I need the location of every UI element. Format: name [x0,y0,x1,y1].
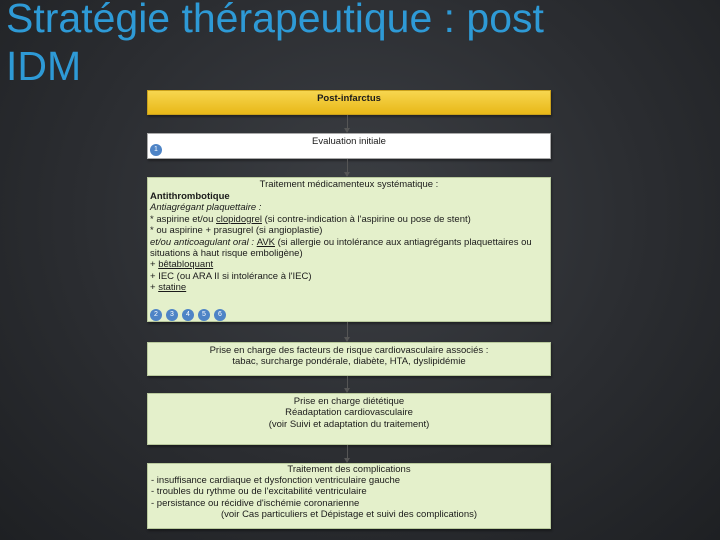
treatment-line-prasugrel: * ou aspirine + prasugrel (si angioplast… [150,225,323,237]
treatment-line-betablocker-prefix: + [150,259,159,271]
arrow-5 [344,445,350,463]
treatment-heading: Traitement médicamenteux systématique : [259,179,439,190]
risk-factors-line-1: Prise en charge des facteurs de risque c… [209,345,489,356]
treatment-box: Traitement médicamenteux systématique : … [147,177,551,322]
diet-line-2: Réadaptation cardiovasculaire [285,407,413,419]
step-badge-2[interactable]: 2 [150,309,162,321]
flow-header-label: Post-infarctus [317,93,381,104]
arrow-3 [344,322,350,342]
treatment-line-iec: + IEC (ou ARA II si intolérance à l'IEC) [150,270,312,282]
arrow-1 [344,115,350,133]
step-badge-4[interactable]: 4 [182,309,194,321]
step-badge-5[interactable]: 5 [198,309,210,321]
diet-rehab-box: Prise en charge diététique Réadaptation … [147,393,551,445]
arrow-4 [344,376,350,393]
treatment-line-aspirin: * aspirine et/ou clopidogrel (si contre-… [150,214,548,225]
avk-link[interactable]: AVK [256,236,275,248]
complications-line-2: - troubles du rythme ou de l'excitabilit… [151,486,367,498]
treatment-line-statin: + statine [150,282,548,293]
complications-list: - insuffisance cardiaque et dysfonction … [151,475,400,509]
arrow-2 [344,159,350,177]
treatment-line-anticoagulant-prefix: et/ou anticoagulant oral : [150,236,257,248]
treatment-line-statin-prefix: + [150,282,159,294]
treatment-line-aspirin-suffix: (si contre-indication à l'aspirine ou po… [261,213,471,225]
treatment-line-betablocker: + bêtabloquant [150,259,548,270]
risk-factors-box: Prise en charge des facteurs de risque c… [147,342,551,376]
treatment-list: Antithrombotique Antiagrégant plaquettai… [150,191,548,294]
step-badge-1[interactable]: 1 [150,144,162,156]
treatment-antithrombotic: Antithrombotique [150,191,230,202]
step-badge-6[interactable]: 6 [214,309,226,321]
statine-link[interactable]: statine [158,282,187,294]
slide-title-line-2: IDM [6,43,82,89]
treatment-line-anticoagulant: et/ou anticoagulant oral : AVK (si aller… [150,237,548,248]
flowchart: Post-infarctus Evaluation initiale 1 Tra… [145,88,555,535]
flow-header-box: Post-infarctus [147,90,551,115]
evaluation-label: Evaluation initiale [312,136,386,147]
step-badge-3[interactable]: 3 [166,309,178,321]
treatment-antiplatelet: Antiagrégant plaquettaire : [150,202,262,214]
slide-title: Stratégie thérapeutique : post IDM [6,0,706,90]
diet-line-1: Prise en charge diététique [293,396,405,407]
complications-line-1: - insuffisance cardiaque et dysfonction … [151,475,401,486]
treatment-line-anticoagulant-suffix: (si allergie ou intolérance aux antiagré… [275,236,532,248]
treatment-line-emboligenic: situations à haut risque emboligène) [150,248,303,260]
complications-line-3: - persistance ou récidive d'ischémie cor… [151,497,360,509]
betabloquant-link[interactable]: bêtabloquant [158,259,214,271]
risk-factors-line-2: tabac, surcharge pondérale, diabète, HTA… [232,356,466,368]
evaluation-box: Evaluation initiale 1 [147,133,551,159]
complications-line-4: (voir Cas particuliers et Dépistage et s… [220,509,478,520]
slide-title-line-1: Stratégie thérapeutique : post [6,0,544,41]
diet-line-3: (voir Suivi et adaptation du traitement) [268,418,430,430]
complications-box: Traitement des complications - insuffisa… [147,463,551,529]
treatment-line-aspirin-prefix: * aspirine et/ou [150,213,217,225]
complications-heading: Traitement des complications [287,464,411,475]
clopidogrel-link[interactable]: clopidogrel [216,213,262,225]
